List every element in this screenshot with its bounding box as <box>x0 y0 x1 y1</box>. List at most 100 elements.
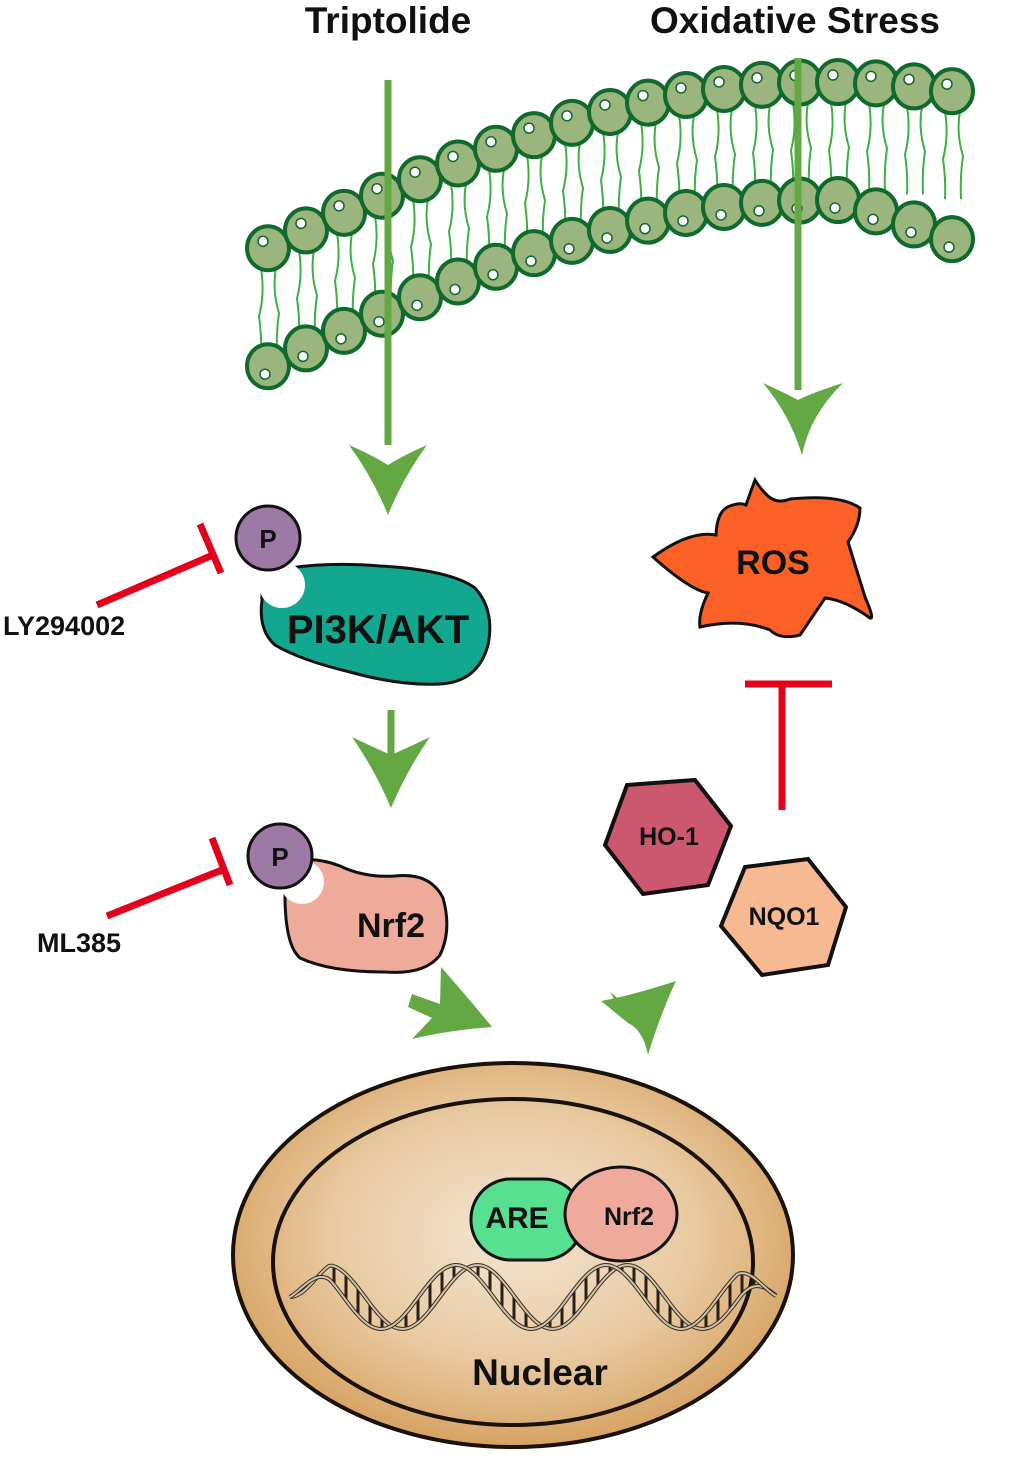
ml385-inhibition-line <box>105 866 224 920</box>
ml385-label: ML385 <box>37 928 121 958</box>
lipid-head-dot <box>905 226 917 239</box>
lipid-head-dot <box>599 99 611 111</box>
lipid-head-outer <box>321 188 367 237</box>
lipid-tail <box>957 110 965 200</box>
lipid-tail <box>577 142 585 231</box>
lipid-head-inner <box>701 182 747 231</box>
lipid-head-dot <box>449 283 461 296</box>
lipid-tail <box>941 110 948 200</box>
ly294002-inhibition-line <box>95 551 215 609</box>
lipid-head-inner <box>245 342 291 391</box>
triptolide-arrowhead <box>349 445 427 515</box>
lipid-head-dot <box>373 315 385 328</box>
stimulus-triptolide-label: Triptolide <box>305 0 472 41</box>
lipid-head-outer <box>511 111 557 160</box>
lipid-head-dot <box>751 72 763 84</box>
lipid-head-inner <box>587 205 633 254</box>
dna-double-helix <box>288 1262 778 1332</box>
lipid-head-outer <box>435 139 481 188</box>
nrf2-phospho-circle <box>246 822 314 890</box>
nqo1-hexagon <box>718 856 849 978</box>
lipid-head-dot <box>601 232 613 244</box>
lipid-head-dot <box>865 70 877 83</box>
lipid-tail <box>691 114 699 203</box>
lipid-head-outer <box>359 171 405 220</box>
lipid-head-dot <box>943 241 955 253</box>
lipid-head-outer <box>473 124 519 173</box>
ho1-hexagon <box>602 777 734 897</box>
lipid-head-outer <box>663 70 709 119</box>
ly294002-inhibition-bar <box>196 522 225 575</box>
lipid-head-dot <box>523 122 535 134</box>
ros-label: ROS <box>736 544 810 582</box>
lipid-head-dot <box>525 255 537 267</box>
lipid-head-dot <box>487 269 499 281</box>
lipid-head-inner <box>739 178 785 227</box>
lipid-head-dot <box>561 110 573 122</box>
ros-node: ROS <box>650 476 874 639</box>
lipid-head-inner <box>397 273 443 322</box>
lipid-head-dot <box>867 213 879 226</box>
lipid-tail <box>805 102 813 191</box>
stimulus-oxidative-stress-label: Oxidative Stress <box>650 0 940 41</box>
lipid-tail <box>615 131 623 221</box>
lipid-head-outer <box>245 224 291 273</box>
lipid-head-inner <box>549 216 595 265</box>
nrf2-node: P Nrf2 <box>246 822 449 974</box>
pi3k-to-nrf2-arrowhead <box>352 737 430 808</box>
lipid-head-inner <box>473 242 519 291</box>
ho1-node: HO-1 <box>602 777 734 897</box>
dna-strand <box>289 1263 777 1331</box>
lipid-tail <box>653 122 661 211</box>
lipid-head-dot <box>411 299 423 311</box>
lipid-head-dot <box>409 166 421 178</box>
dna-strand <box>289 1264 777 1330</box>
lipid-head-outer <box>701 64 747 113</box>
lipid-head-dot <box>257 235 269 247</box>
lipid-head-outer <box>929 67 975 116</box>
lipid-tail <box>903 106 910 195</box>
are-label: ARE <box>485 1202 548 1235</box>
lipid-tail <box>463 183 471 272</box>
lipid-head-outer <box>739 60 785 109</box>
lipid-head-outer <box>625 78 671 127</box>
lipid-tail <box>425 199 433 288</box>
nrf2-label: Nrf2 <box>357 907 425 945</box>
nucleus-to-enzymes-arrow <box>601 981 676 1055</box>
lipid-head-dot <box>753 205 765 217</box>
lipid-tail <box>729 108 737 198</box>
lipid-head-inner <box>321 306 367 355</box>
ml385-inhibition-bar <box>208 836 234 887</box>
nqo1-node: NQO1 <box>718 856 849 978</box>
lipid-head-dot <box>371 182 383 195</box>
lipid-head-dot <box>715 209 727 221</box>
lipid-head-dot <box>941 78 953 90</box>
lipid-head-dot <box>447 150 459 163</box>
lipid-head-dot <box>295 217 307 230</box>
cell-membrane <box>245 58 975 391</box>
pi3k-akt-node: P PI3K/AKT <box>234 504 492 686</box>
lipid-head-inner <box>891 200 937 249</box>
lipid-tail <box>919 106 927 195</box>
nucleus-inner-membrane <box>271 1097 755 1427</box>
lipid-head-dot <box>297 350 309 363</box>
lipid-head-inner <box>929 215 975 264</box>
pi3k-phospho-circle <box>234 504 302 572</box>
pi3k-phospho-label: P <box>259 524 276 554</box>
lipid-tail <box>865 103 872 192</box>
pi3k-akt-shape <box>259 562 492 686</box>
lipid-head-dot <box>637 89 649 102</box>
lipid-head-dot <box>677 215 689 227</box>
lipid-head-dot <box>563 243 575 255</box>
lipid-head-outer <box>283 206 329 255</box>
lipid-head-outer <box>397 155 443 204</box>
lipid-head-outer <box>587 87 633 136</box>
lipid-tail <box>539 154 547 244</box>
nqo1-label: NQO1 <box>749 903 820 931</box>
lipid-head-dot <box>713 76 725 88</box>
lipid-head-dot <box>829 202 841 214</box>
nucleus-label: Nuclear <box>472 1352 608 1393</box>
ros-shape <box>650 476 874 639</box>
lipid-head-inner <box>815 176 861 225</box>
